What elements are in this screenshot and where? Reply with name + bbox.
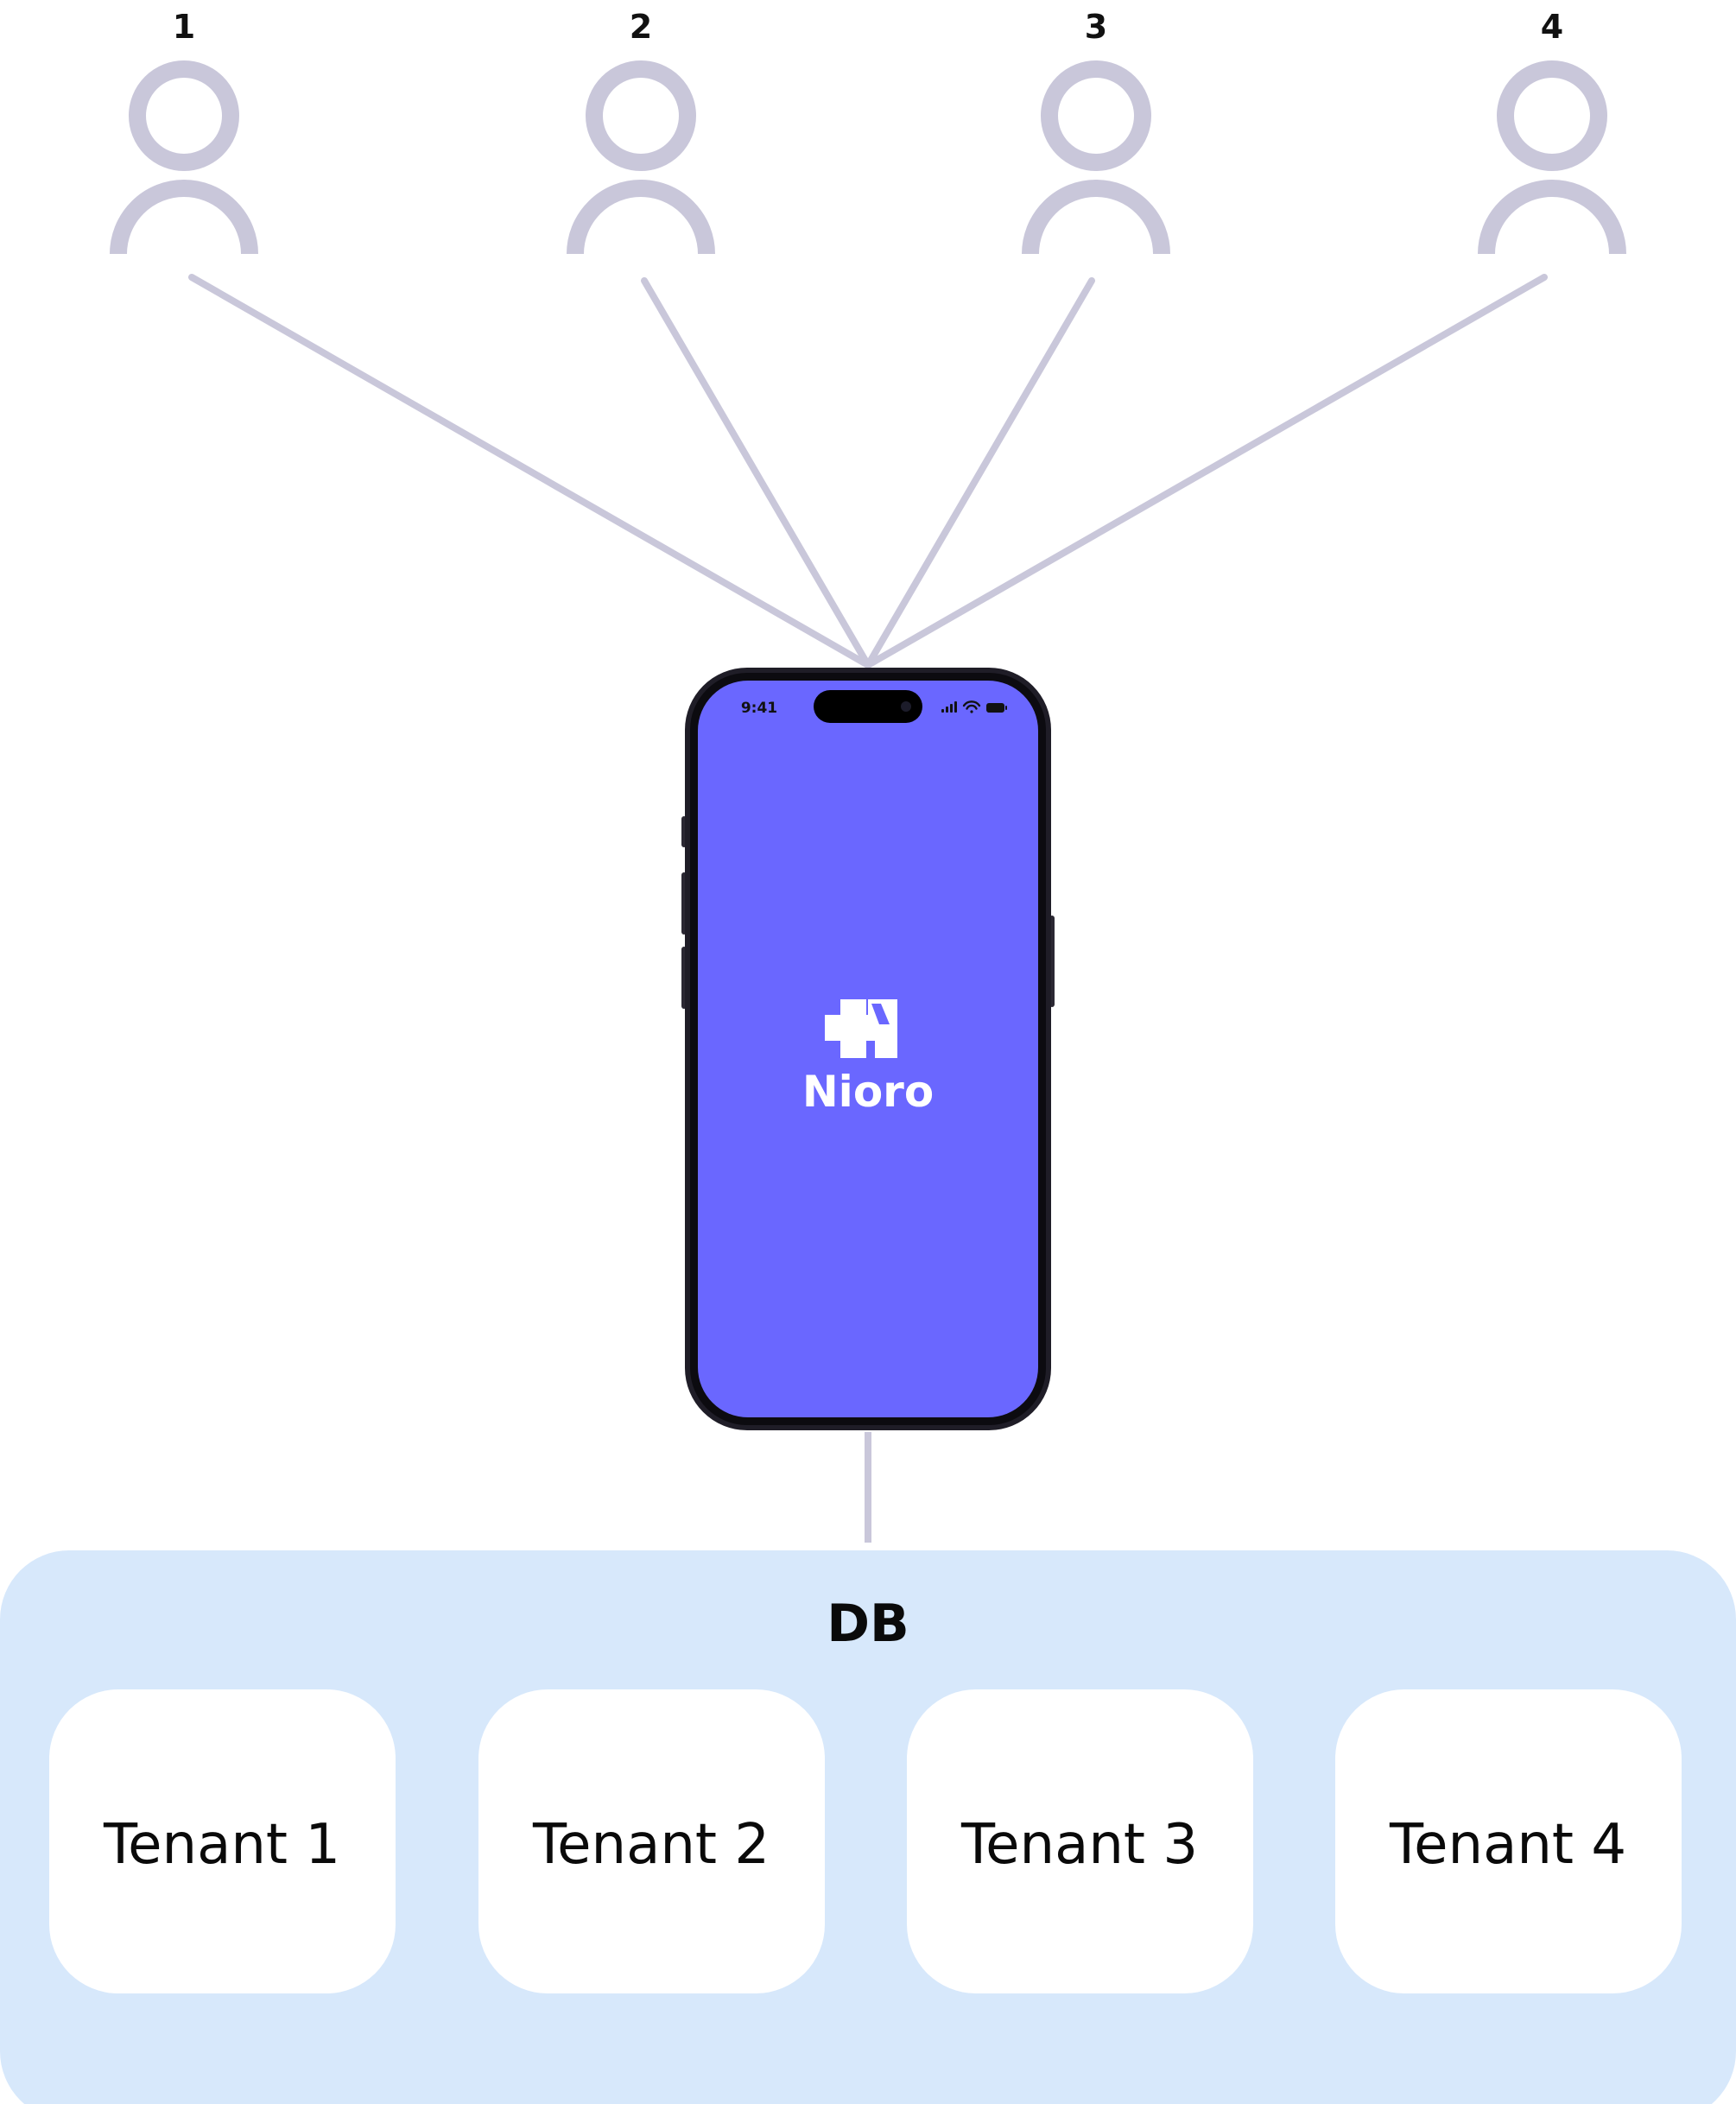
tenant-label: Tenant 4	[1389, 1813, 1626, 1877]
signal-icon	[941, 701, 957, 713]
phone-screen	[698, 681, 1038, 1417]
db-container: DB Tenant 1 Tenant 2 Tenant 3 Tenant 4	[0, 1550, 1736, 2104]
phone-mockup: 9:41 Nioro	[681, 668, 1055, 1430]
connector-user-1	[188, 274, 871, 669]
tenant-card	[907, 1689, 1253, 1993]
user-3: 3	[1022, 8, 1170, 255]
user-4: 4	[1478, 8, 1626, 255]
user-icon	[567, 60, 715, 255]
tenant-card-3: Tenant 3	[907, 1689, 1253, 1993]
user-icon	[1022, 60, 1170, 255]
user-icon	[110, 60, 258, 255]
connector-user-3	[865, 277, 1095, 669]
user-number: 3	[1085, 8, 1107, 46]
tenant-card	[478, 1689, 825, 1993]
dynamic-island	[814, 690, 922, 723]
app-name: Nioro	[802, 1067, 934, 1117]
user-number: 4	[1541, 8, 1563, 46]
user-1: 1	[110, 8, 258, 255]
tenant-label: Tenant 3	[960, 1813, 1198, 1877]
tenant-card-4: Tenant 4	[1335, 1689, 1682, 1993]
user-number: 2	[630, 8, 652, 46]
status-time: 9:41	[741, 700, 777, 717]
nioro-logo-icon	[825, 999, 897, 1058]
user-icon	[1478, 60, 1626, 255]
tenant-label: Tenant 1	[103, 1813, 340, 1877]
wifi-icon	[962, 700, 981, 713]
user-connectors	[188, 274, 1548, 669]
db-title: DB	[827, 1594, 909, 1654]
db-background	[0, 1550, 1736, 2104]
battery-icon	[986, 703, 1007, 713]
connector-user-2	[641, 277, 871, 669]
user-2: 2	[567, 8, 715, 255]
tenant-card-2: Tenant 2	[478, 1689, 825, 1993]
tenant-label: Tenant 2	[532, 1813, 770, 1877]
tenant-card-1: Tenant 1	[49, 1689, 396, 1993]
user-number: 1	[173, 8, 195, 46]
camera-icon	[901, 701, 911, 712]
tenant-card	[49, 1689, 396, 1993]
tenant-card	[1335, 1689, 1682, 1993]
connector-user-4	[865, 274, 1548, 669]
